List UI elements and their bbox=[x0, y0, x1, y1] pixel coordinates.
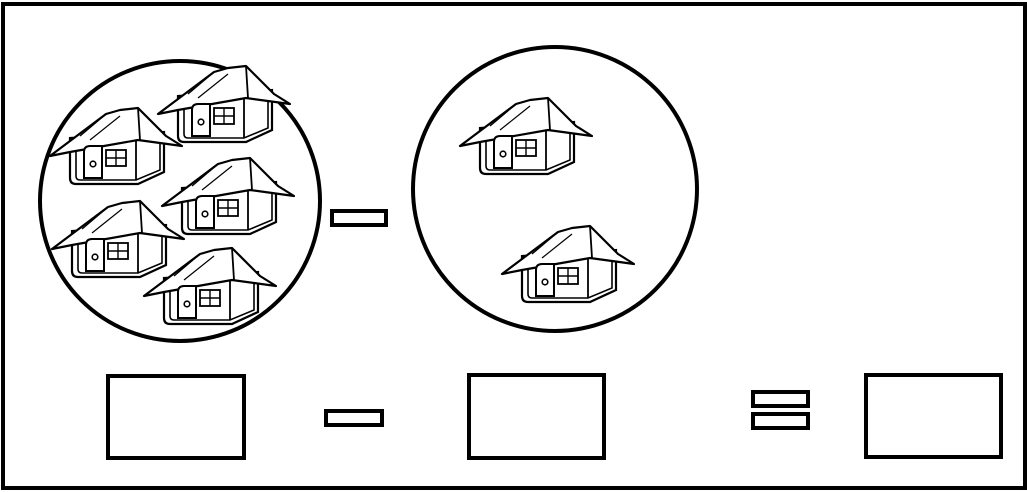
difference-box[interactable] bbox=[866, 375, 1001, 457]
house-icon bbox=[52, 201, 184, 277]
house-icon bbox=[502, 226, 634, 302]
minus-sign-icon bbox=[332, 211, 386, 225]
first-group bbox=[40, 61, 320, 341]
house-icon bbox=[50, 108, 182, 184]
second-group bbox=[413, 47, 697, 331]
house-icon bbox=[158, 66, 290, 142]
minus-sign-icon bbox=[326, 411, 382, 425]
house-icon bbox=[460, 98, 592, 174]
minuend-box[interactable] bbox=[108, 376, 244, 458]
house-icon bbox=[162, 158, 294, 234]
subtrahend-box[interactable] bbox=[469, 375, 604, 458]
equals-sign-icon bbox=[753, 392, 808, 428]
